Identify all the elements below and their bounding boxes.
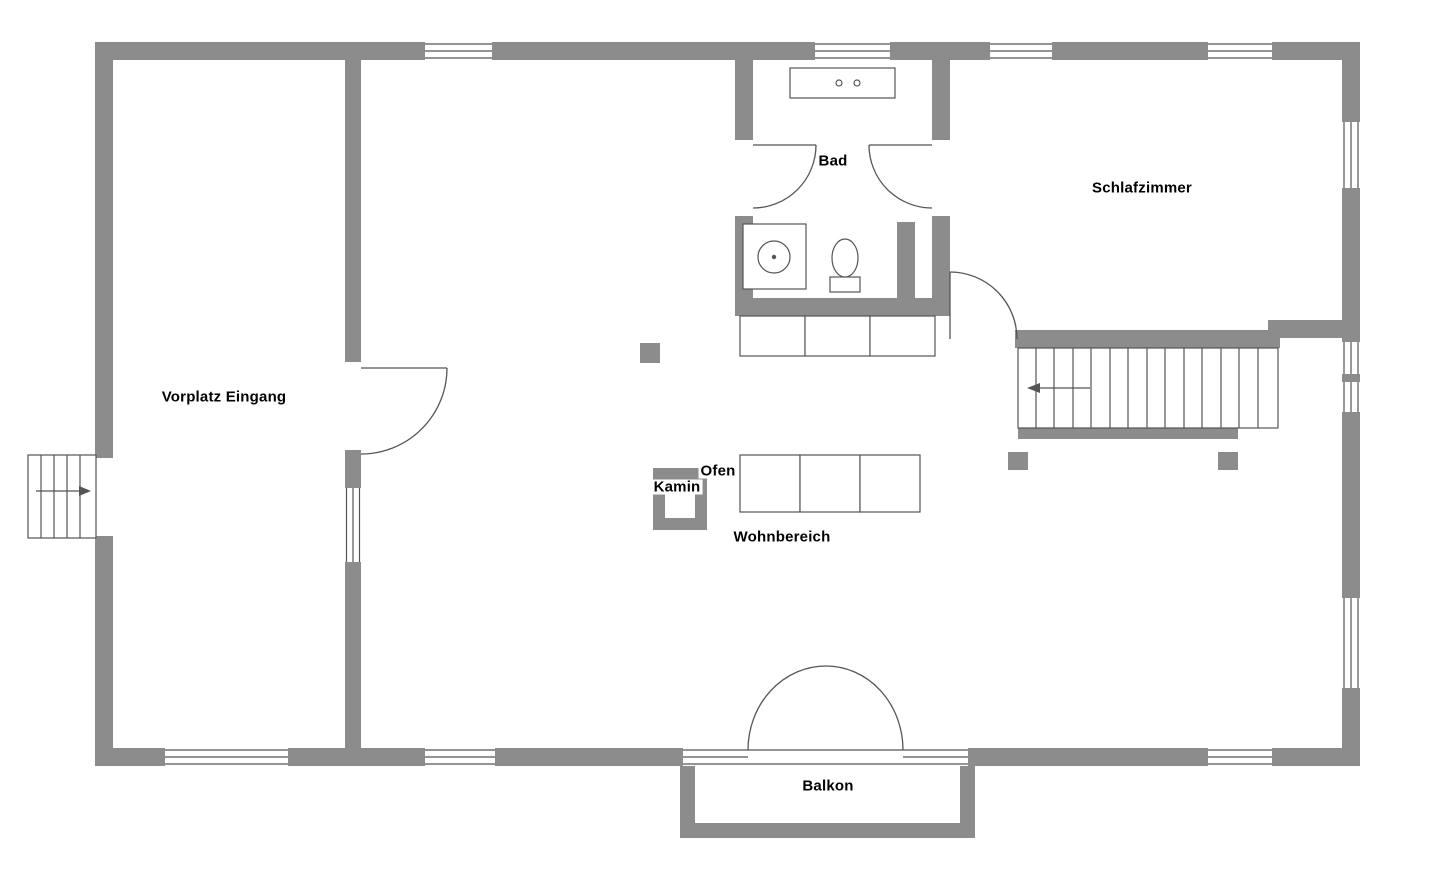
label-ofen: Ofen xyxy=(698,462,738,480)
entry-door-opening xyxy=(95,458,113,536)
wall-balkon-left xyxy=(680,766,695,838)
main-stairs xyxy=(1017,347,1279,429)
window-bottom-3 xyxy=(683,748,748,766)
wall-divider-mid xyxy=(345,450,361,488)
label-vorplatz-eingang: Vorplatz Eingang xyxy=(161,388,287,406)
window-top-2 xyxy=(815,42,890,60)
wall-balkon-bottom xyxy=(680,823,975,838)
window-bottom-4 xyxy=(903,748,968,766)
door-bad-left xyxy=(752,144,817,209)
window-top-4 xyxy=(1208,42,1272,60)
wall-divider-lower xyxy=(345,562,361,748)
wall-bad-right-upper xyxy=(932,60,950,140)
interior-walls xyxy=(345,60,1342,838)
wall-top xyxy=(95,42,1360,60)
kitchen-island xyxy=(739,454,921,513)
window-right-3 xyxy=(1342,598,1360,688)
balcony-door-opening xyxy=(748,748,903,766)
stairs-arrow-head xyxy=(1027,383,1040,393)
window-right-2 xyxy=(1342,342,1360,412)
shower xyxy=(742,223,807,290)
wall-balkon-right xyxy=(960,766,975,838)
window-bottom-5 xyxy=(1208,748,1272,766)
label-balkon: Balkon xyxy=(802,777,854,795)
wall-bad-bottom xyxy=(735,298,950,316)
wall-left-lower xyxy=(95,536,113,766)
window-divider xyxy=(345,488,361,562)
wall-toilet-partition xyxy=(897,222,915,298)
door-bad-right xyxy=(868,144,933,209)
sink-vanity xyxy=(789,67,896,99)
window-right-1 xyxy=(1342,122,1360,188)
window-bottom-1 xyxy=(165,748,288,766)
entry-arrow-head xyxy=(79,486,91,496)
windows-bottom xyxy=(165,748,1272,766)
column-1 xyxy=(640,343,660,363)
toilet xyxy=(829,238,861,293)
wall-bad-left-upper xyxy=(735,60,753,140)
doors xyxy=(360,144,1018,751)
windows-right xyxy=(1342,122,1360,688)
door-balkon-french xyxy=(747,665,904,751)
label-wohnbereich: Wohnbereich xyxy=(733,528,831,546)
wall-left-upper xyxy=(95,42,113,458)
kitchen-counter xyxy=(739,315,936,357)
wall-divider-upper xyxy=(345,60,361,362)
wall-bad-right-lower xyxy=(932,216,950,298)
door-vorplatz xyxy=(360,367,448,455)
wall-schlafzimmer-bottom xyxy=(1015,330,1280,348)
label-bad: Bad xyxy=(818,152,848,170)
column-2 xyxy=(1008,452,1028,470)
window-bottom-2 xyxy=(425,748,495,766)
label-kamin: Kamin xyxy=(651,478,703,496)
entry-stairs xyxy=(27,454,97,539)
bad-fixtures xyxy=(742,67,896,293)
wall-schlafzimmer-bottom-right xyxy=(1268,320,1342,338)
door-schlafzimmer xyxy=(949,271,1018,340)
column-3 xyxy=(1218,452,1238,470)
windows-top xyxy=(425,42,1272,60)
window-top-3 xyxy=(990,42,1052,60)
label-schlafzimmer: Schlafzimmer xyxy=(1092,179,1192,197)
window-top-1 xyxy=(425,42,492,60)
